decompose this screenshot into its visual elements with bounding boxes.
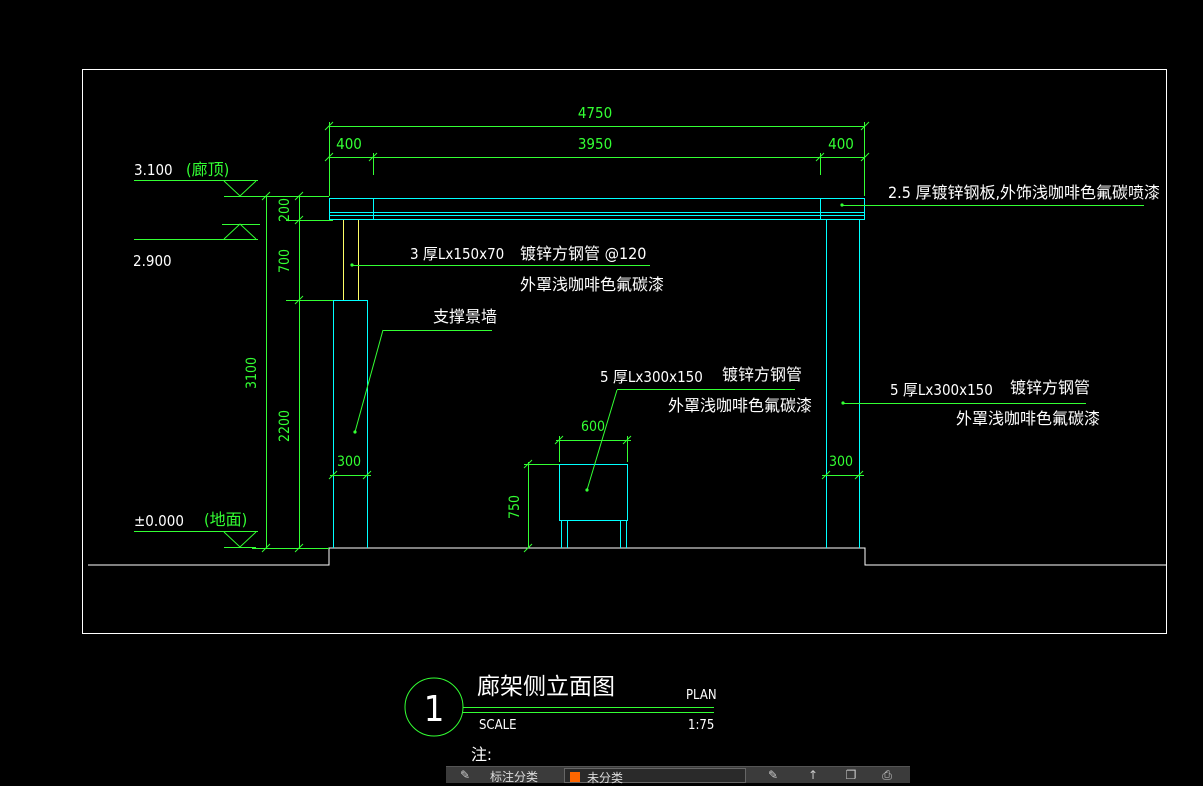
note-upper-tube-finish: 外罩浅咖啡色氟碳漆 — [520, 275, 664, 294]
left-column — [333, 300, 368, 548]
drawing-title: 廊架侧立面图 — [477, 674, 615, 700]
note-right-column-material: 镀锌方钢管 — [1010, 378, 1090, 397]
note-support-wall: 支撑景墙 — [433, 307, 497, 326]
dim-total-height: 3100 — [244, 357, 260, 389]
scale-label: SCALE — [479, 718, 517, 733]
note-upper-tube-material: 镀锌方钢管 @120 — [520, 244, 646, 263]
leader-dots — [350, 203, 845, 492]
top-dimensions — [324, 121, 870, 196]
title-block: 1 廊架侧立面图 PLAN SCALE 1:75 注: — [404, 674, 717, 764]
note-right-column-finish: 外罩浅咖啡色氟碳漆 — [956, 409, 1100, 428]
layers-icon[interactable]: ❐ — [845, 768, 857, 782]
level-ground-value: ±0.000 — [134, 512, 184, 530]
note-right-column-size: 5 厚Lx300x150 — [890, 381, 993, 399]
dim-middle-span: 3950 — [578, 135, 612, 153]
dim-column-height: 2200 — [277, 410, 293, 442]
style-label: 标注分类 — [490, 770, 539, 784]
note-seat-tube-finish: 外罩浅咖啡色氟碳漆 — [668, 396, 812, 415]
leader-lines — [352, 205, 1144, 491]
scale-value: 1:75 — [688, 718, 714, 733]
dim-total-width: 4750 — [578, 104, 612, 122]
plan-label: PLAN — [686, 688, 717, 703]
roof-beam — [329, 198, 865, 220]
annotation-toolbar: ✎ 标注分类 未分类 ✎ ↑ ❐ ⎙ — [446, 766, 910, 785]
category-dropdown-value: 未分类 — [587, 771, 624, 785]
level-mid-value: 2.900 — [133, 252, 172, 270]
dim-beam-depth: 200 — [277, 198, 293, 222]
note-upper-tube-size: 3 厚Lx150x70 — [410, 245, 504, 263]
dim-right-offset: 400 — [828, 135, 854, 153]
pencil-icon[interactable]: ✎ — [767, 768, 779, 782]
drawing-frame — [82, 69, 1167, 634]
dim-seat-width: 600 — [581, 419, 605, 435]
note-roof-plate: 2.5 厚镀锌钢板,外饰浅咖啡色氟碳喷漆 — [888, 183, 1160, 202]
level-ground-note: (地面) — [204, 510, 247, 529]
left-dimensions — [252, 191, 333, 553]
cursor-icon[interactable]: ↑ — [807, 768, 819, 782]
dim-left-column-width: 300 — [337, 454, 361, 470]
level-top-value: 3.100 — [134, 161, 173, 179]
ground-line — [88, 547, 1166, 566]
note-seat-tube-material: 镀锌方钢管 — [722, 365, 802, 384]
dim-right-column-width: 300 — [829, 454, 853, 470]
dim-upper-gap: 700 — [277, 249, 293, 273]
right-column — [826, 220, 860, 548]
level-top-note: (廊顶) — [186, 160, 229, 179]
category-dropdown[interactable]: 未分类 — [564, 768, 746, 785]
upper-support-tube — [343, 220, 359, 300]
category-swatch — [570, 772, 580, 782]
dim-left-offset: 400 — [336, 135, 362, 153]
detail-dimensions — [328, 435, 864, 553]
note-label: 注: — [471, 745, 492, 764]
seat — [559, 464, 628, 548]
dim-seat-height: 750 — [507, 495, 523, 519]
level-markers — [134, 180, 329, 548]
note-seat-tube-size: 5 厚Lx300x150 — [600, 368, 703, 386]
print-icon[interactable]: ⎙ — [882, 768, 892, 782]
annotation-icon[interactable]: ✎ — [459, 768, 471, 782]
title-number: 1 — [424, 689, 445, 730]
